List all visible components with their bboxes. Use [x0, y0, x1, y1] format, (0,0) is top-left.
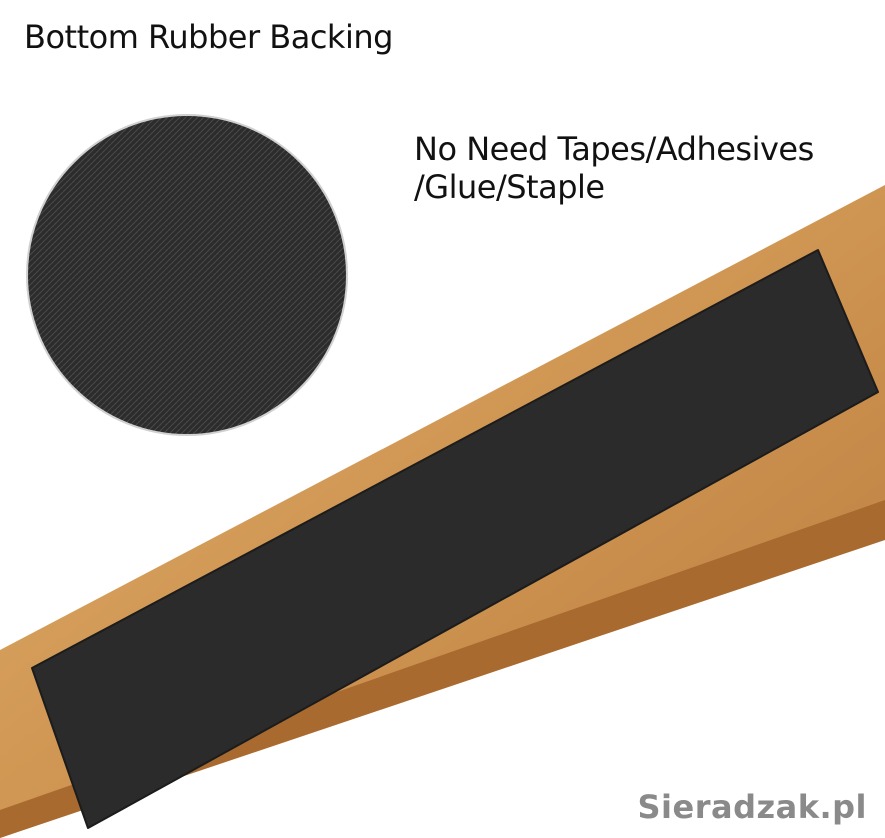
- heading: Bottom Rubber Backing: [24, 18, 393, 56]
- black-tread-mat: [31, 249, 879, 829]
- watermark: Sieradzak.pl: [637, 788, 867, 826]
- claim-line-1: No Need Tapes/Adhesives: [414, 130, 814, 168]
- feature-claim: No Need Tapes/Adhesives /Glue/Staple: [414, 130, 814, 206]
- claim-line-2: /Glue/Staple: [414, 168, 605, 206]
- rubber-backing-closeup: [26, 114, 348, 436]
